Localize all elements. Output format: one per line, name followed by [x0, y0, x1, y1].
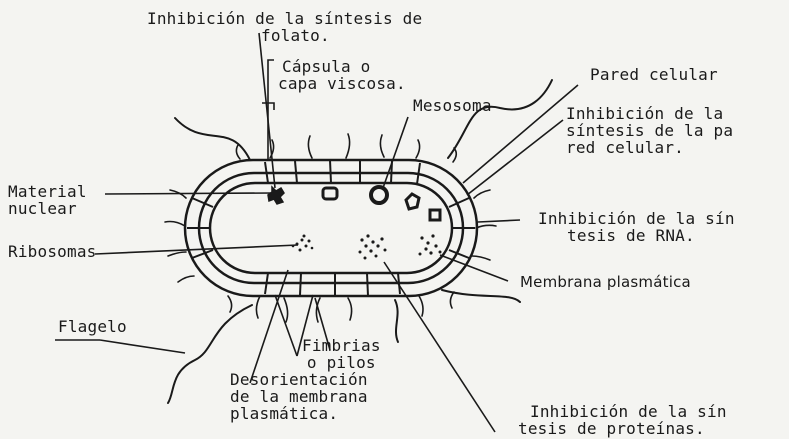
nuclear-material: [268, 187, 284, 204]
label-line: tesis de RNA.: [538, 227, 735, 244]
label-line: Cápsula o: [282, 58, 406, 75]
inclusion-1: [323, 188, 337, 199]
inclusion-3: [430, 210, 440, 220]
flagellum: [395, 300, 398, 342]
label-rna-inhibition: Inhibición de la sín tesis de RNA.: [538, 210, 735, 244]
mesosome: [371, 187, 387, 203]
flagellum: [175, 118, 250, 160]
label-line: Mesosoma: [413, 97, 492, 114]
label-line: Material: [8, 183, 87, 200]
label-line: plasmática.: [230, 405, 368, 422]
label-membrane-disorientation: Desorientación de la membrana plasmática…: [230, 371, 368, 422]
label-plasma-membrane: Membrana plasmática: [520, 274, 691, 291]
label-line: capa viscosa.: [278, 75, 406, 92]
flagellum: [448, 80, 552, 158]
label-cell-wall-synthesis-inhibition: Inhibición de la síntesis de la pa red c…: [566, 105, 733, 156]
inclusion-2: [406, 194, 419, 209]
label-line: de la membrana: [230, 388, 368, 405]
label-mesosome: Mesosoma: [413, 97, 492, 114]
label-line: Pared celular: [590, 66, 718, 83]
label-line: síntesis de la pa: [566, 122, 733, 139]
label-line: nuclear: [8, 200, 87, 217]
label-folate-inhibition: Inhibición de la síntesis de folato.: [147, 10, 422, 44]
label-line: o pilos: [302, 354, 381, 371]
label-line: Membrana plasmática: [520, 274, 691, 291]
label-flagellum: Flagelo: [58, 318, 127, 335]
label-cell-wall: Pared celular: [590, 66, 718, 83]
label-line: folato.: [147, 27, 422, 44]
label-line: Inhibición de la sín: [538, 210, 735, 227]
label-ribosomes: Ribosomas: [8, 243, 97, 260]
label-line: red celular.: [566, 139, 733, 156]
label-protein-inhibition: Inhibición de la sín tesis de proteínas.: [518, 403, 727, 437]
label-capsule: Cápsula o capa viscosa.: [282, 58, 406, 92]
label-fimbriae: Fimbrias o pilos: [302, 337, 381, 371]
label-line: Desorientación: [230, 371, 368, 388]
label-line: Flagelo: [58, 318, 127, 335]
label-line: Inhibición de la sín: [518, 403, 727, 420]
label-line: Fimbrias: [302, 337, 381, 354]
label-line: tesis de proteínas.: [518, 420, 727, 437]
label-line: Inhibición de la síntesis de: [147, 10, 422, 27]
label-nuclear-material: Material nuclear: [8, 183, 87, 217]
label-line: Inhibición de la: [566, 105, 733, 122]
label-line: Ribosomas: [8, 243, 97, 260]
